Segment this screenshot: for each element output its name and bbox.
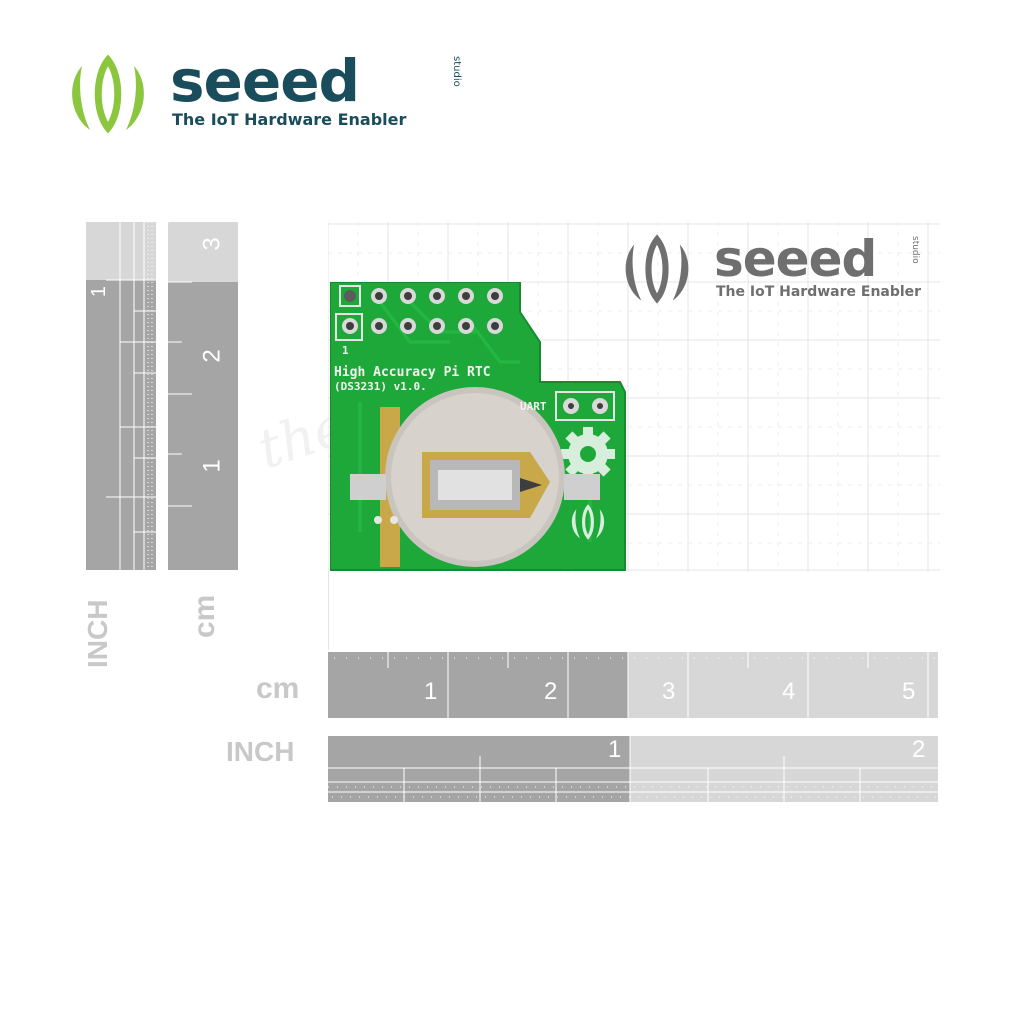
h-cm-number-2: 2 [544,678,558,705]
horizontal-cm-ruler: 1 2 3 4 5 [328,652,938,718]
coin-cell-battery-holder [350,387,600,567]
pcb-leaf-logo-icon [571,504,605,540]
leaf-watermark-icon [625,234,689,304]
h-cm-label: cm [256,672,300,705]
watermark-tagline: The IoT Hardware Enabler [716,284,922,300]
v-inch-label: INCH [82,599,113,668]
pcb-uart-label: UART [520,400,547,413]
v-cm-number-3: 3 [198,237,226,251]
h-cm-number-1: 1 [424,678,438,705]
watermark-studio: studio [910,236,920,264]
v-inch-number-1: 1 [88,285,111,298]
brand-tagline: The IoT Hardware Enabler [172,110,407,129]
v-cm-label: cm [188,594,221,638]
h-inch-label: INCH [226,736,295,767]
v-cm-number-2: 2 [198,349,226,363]
grid-left-edge [328,570,329,650]
pcb-pin1-label: 1 [342,344,349,357]
leaf-logo-icon [72,54,144,134]
vertical-inch-ruler: 1 [86,222,156,570]
gpio-header-pins [335,285,503,341]
h-inch-number-2: 2 [912,736,926,763]
vertical-cm-ruler: 3 2 1 [168,222,238,570]
rtc-pcb-board: High Accuracy Pi RTC (DS3231) v1.0. UART… [330,282,626,571]
v-cm-number-1: 1 [198,459,226,473]
brand-name: seeed [170,47,360,115]
seeed-logo: seeed studio The IoT Hardware Enabler [60,47,462,134]
pcb-title-line1: High Accuracy Pi RTC [334,365,491,380]
brand-studio: studio [451,56,462,87]
h-cm-number-4: 4 [782,678,796,705]
h-cm-number-3: 3 [662,678,676,705]
seeed-watermark: seeed studio The IoT Hardware Enabler [614,230,934,304]
h-cm-number-5: 5 [902,678,916,705]
watermark-name: seeed [714,230,877,288]
horizontal-inch-ruler: 1 2 [328,736,938,802]
open-hardware-gear-icon [561,427,615,481]
pcb-title-line2: (DS3231) v1.0. [334,380,427,393]
h-inch-number-1: 1 [608,736,622,763]
uart-pads [555,391,615,421]
